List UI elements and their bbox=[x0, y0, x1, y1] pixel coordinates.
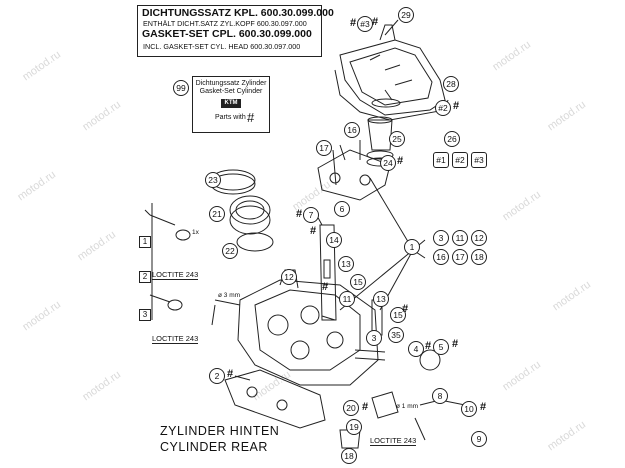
temperature-sensor bbox=[371, 391, 399, 419]
loctite-label: LOCTITE 243 bbox=[152, 270, 199, 280]
head-gasket bbox=[224, 369, 326, 429]
callout: #2 bbox=[452, 152, 468, 168]
callout: 19 bbox=[346, 419, 362, 435]
callout: 28 bbox=[443, 76, 459, 92]
callout: #3 bbox=[471, 152, 487, 168]
callout: 16 bbox=[344, 122, 360, 138]
callout: 14 bbox=[326, 232, 342, 248]
callout: 13 bbox=[373, 291, 389, 307]
hash-mark: # bbox=[310, 225, 317, 237]
hash-mark: # bbox=[296, 208, 303, 220]
hash-mark: # bbox=[350, 17, 357, 29]
callout: #3 bbox=[357, 16, 373, 32]
ktm-logo: KTM bbox=[221, 99, 241, 108]
dimension-label: 1x bbox=[192, 229, 199, 236]
callout: 99 bbox=[173, 80, 189, 96]
dimension-label: ø 3 mm bbox=[218, 292, 241, 299]
loctite-label: LOCTITE 243 bbox=[152, 334, 199, 344]
callout: 11 bbox=[339, 291, 355, 307]
loctite-label: LOCTITE 243 bbox=[370, 436, 417, 446]
gasket-line-2: ENTHÄLT DICHT.SATZ ZYL.KOPF 600.30.097.0… bbox=[143, 19, 307, 28]
callout: 18 bbox=[471, 249, 487, 265]
callout: 2 bbox=[209, 368, 225, 384]
gasket-set-box: DICHTUNGSSATZ KPL. 600.30.099.000 ENTHÄL… bbox=[137, 5, 334, 57]
gasket-kit-box: Dichtungssatz Zylinder Gasket-Set Cylind… bbox=[192, 76, 270, 133]
spark-plug-tube bbox=[367, 119, 393, 151]
callout: 24 bbox=[380, 155, 396, 171]
parts-with-hash: # bbox=[247, 110, 255, 125]
callout: 9 bbox=[471, 431, 487, 447]
stud bbox=[319, 224, 337, 321]
callout: 7 bbox=[303, 207, 319, 223]
callout: 12 bbox=[281, 269, 297, 285]
dimension-label: ø 1 mm bbox=[396, 403, 419, 410]
gasket-line-1: DICHTUNGSSATZ KPL. 600.30.099.000 bbox=[142, 7, 334, 19]
gasket-line-3: GASKET-SET CPL. 600.30.099.000 bbox=[142, 28, 312, 40]
callout: 1 bbox=[404, 239, 420, 255]
caption-english: CYLINDER REAR bbox=[160, 440, 268, 454]
hash-mark: # bbox=[402, 303, 409, 315]
caption-german: ZYLINDER HINTEN bbox=[160, 424, 280, 438]
callout: 25 bbox=[389, 131, 405, 147]
callout: 3 bbox=[433, 230, 449, 246]
callout: 4 bbox=[408, 341, 424, 357]
callout: 15 bbox=[390, 307, 406, 323]
callout: 26 bbox=[444, 131, 460, 147]
callout: 18 bbox=[341, 448, 357, 464]
kit-line-1: Dichtungssatz Zylinder bbox=[195, 80, 267, 87]
hash-mark: # bbox=[425, 340, 432, 352]
callout: 8 bbox=[432, 388, 448, 404]
callout: #2 bbox=[435, 100, 451, 116]
hash-mark: # bbox=[372, 16, 379, 28]
hash-mark: # bbox=[452, 338, 459, 350]
step-box: 2 bbox=[139, 271, 151, 283]
intake-flange bbox=[229, 195, 271, 225]
hash-mark: # bbox=[322, 281, 329, 293]
callout: 17 bbox=[316, 140, 332, 156]
o-ring-large bbox=[419, 349, 441, 371]
cylinder-head bbox=[237, 279, 379, 386]
step-box: 3 bbox=[139, 309, 151, 321]
callout: 12 bbox=[471, 230, 487, 246]
callout: 13 bbox=[338, 256, 354, 272]
o-ring bbox=[371, 98, 401, 108]
callout: 11 bbox=[452, 230, 468, 246]
callout: 35 bbox=[388, 327, 404, 343]
callout: 21 bbox=[209, 206, 225, 222]
callout: 3 bbox=[366, 330, 382, 346]
step-box: 1 bbox=[139, 236, 151, 248]
callout: 16 bbox=[433, 249, 449, 265]
hash-mark: # bbox=[397, 155, 404, 167]
callout: 17 bbox=[452, 249, 468, 265]
callout: 20 bbox=[343, 400, 359, 416]
hash-mark: # bbox=[227, 368, 234, 380]
kit-line-2: Gasket-Set Cylinder bbox=[199, 88, 263, 95]
hose-clamp-bottom bbox=[236, 232, 274, 252]
callout: 5 bbox=[433, 339, 449, 355]
callout: 10 bbox=[461, 401, 477, 417]
callout: 29 bbox=[398, 7, 414, 23]
hash-mark: # bbox=[480, 401, 487, 413]
camshaft-bridge bbox=[317, 149, 391, 201]
callout: 22 bbox=[222, 243, 238, 259]
gasket-line-4: INCL. GASKET-SET CYL. HEAD 600.30.097.00… bbox=[143, 42, 301, 51]
cover-gasket bbox=[334, 69, 449, 121]
parts-with-label: Parts with bbox=[215, 114, 246, 121]
hash-mark: # bbox=[453, 100, 460, 112]
callout: 6 bbox=[334, 201, 350, 217]
callout: #1 bbox=[433, 152, 449, 168]
callout: 15 bbox=[350, 274, 366, 290]
callout: 23 bbox=[205, 172, 221, 188]
hash-mark: # bbox=[362, 401, 369, 413]
